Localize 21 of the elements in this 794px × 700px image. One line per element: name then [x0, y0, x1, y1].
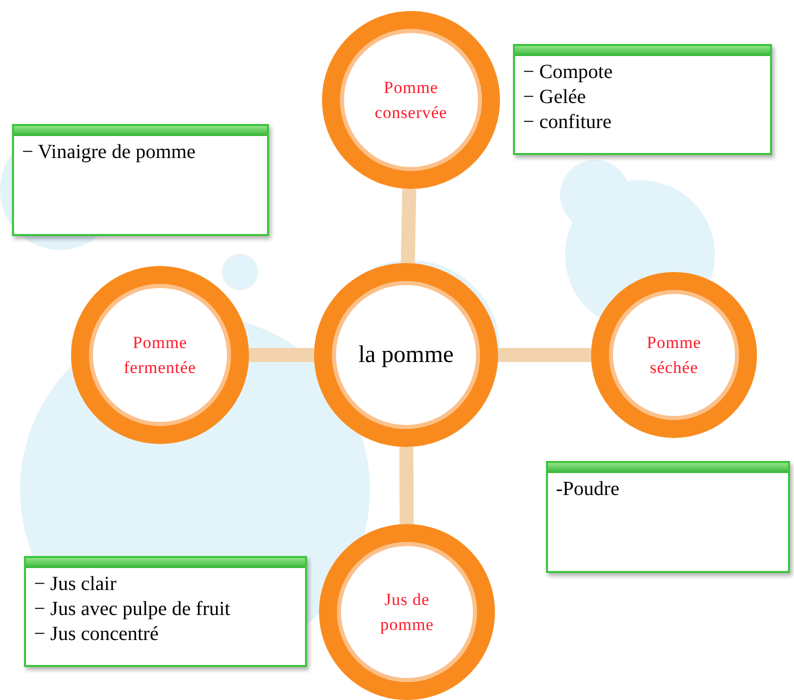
note-item: -Poudre — [556, 477, 620, 502]
connector-tube — [400, 188, 416, 264]
connector-tube — [498, 348, 591, 362]
note-item: − confiture — [523, 110, 612, 135]
note-item: − Gelée — [523, 85, 587, 110]
note-box — [546, 461, 790, 573]
node-label: Pomme fermentée — [122, 332, 198, 379]
note-item: − Jus clair — [34, 572, 118, 597]
note-item: − Jus concentré — [34, 622, 160, 647]
node-label: Jus de pomme — [379, 588, 435, 636]
note-box — [513, 44, 772, 155]
note-item: − Jus avec pulpe de fruit — [34, 597, 232, 622]
node-label: Pomme conservée — [374, 76, 448, 124]
note-item: − Compote — [523, 60, 614, 85]
connector-tube — [399, 446, 414, 524]
note-item: − Vinaigre de pomme — [22, 140, 197, 165]
connector-tube — [249, 348, 314, 362]
note-box — [12, 124, 269, 236]
node-label: Pomme séchée — [646, 332, 702, 379]
node-label: la pomme — [358, 341, 454, 370]
note-box — [24, 556, 307, 667]
